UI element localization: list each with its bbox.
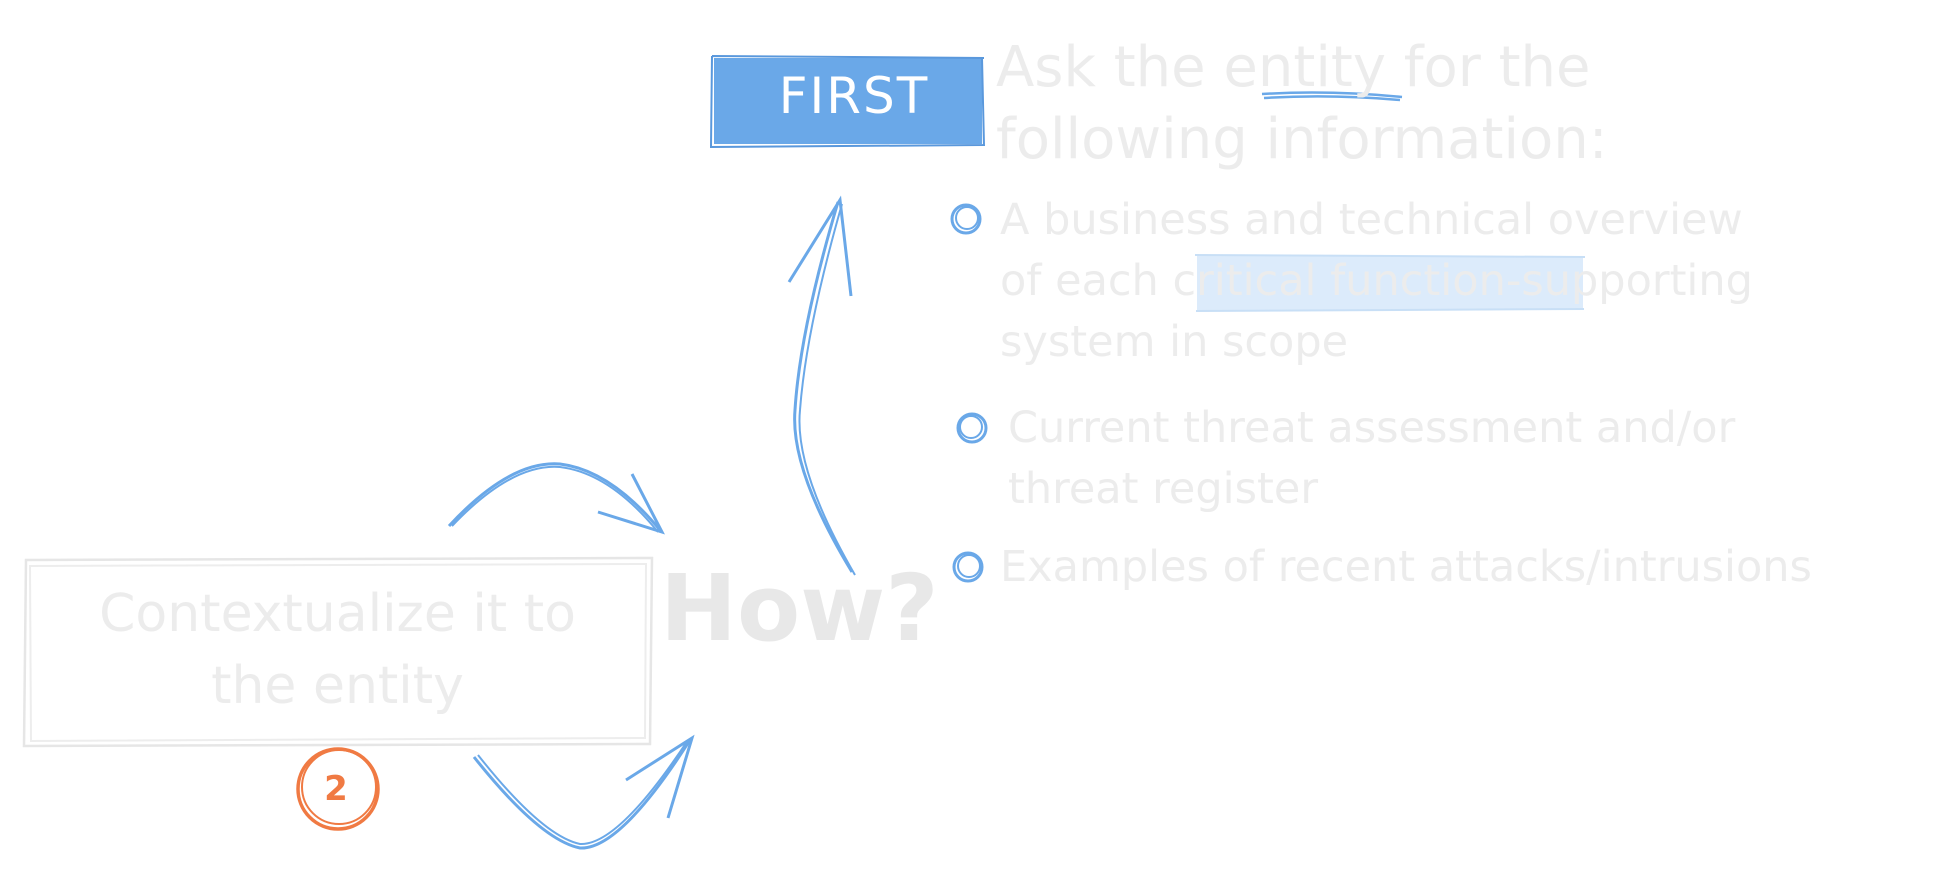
first-label: FIRST	[778, 67, 930, 125]
bullet-circle-icon	[956, 412, 988, 444]
context-line-2: the entity	[211, 656, 464, 716]
bullet-2-line-1: Current threat assessment and/or	[1008, 403, 1736, 453]
bullet-3-line-1: Examples of recent attacks/intrusions	[1000, 542, 1812, 592]
context-box: Contextualize it to the entity	[30, 565, 645, 735]
first-box	[714, 58, 982, 144]
bullet-1-line-3: system in scope	[1000, 317, 1349, 367]
context-line-1: Contextualize it to	[99, 584, 576, 644]
heading-line-1: Ask the entity for the	[996, 35, 1591, 100]
bullet-1-line-2: of each critical function-supporting	[1000, 256, 1753, 306]
first-box-outline	[709, 55, 985, 148]
critical-function-highlight	[1197, 256, 1583, 310]
curved-arrow-icon	[447, 462, 665, 535]
bullet-2-line-2: threat register	[1008, 464, 1319, 514]
heading-line-2: following information:	[996, 107, 1608, 172]
highlight-outline	[1194, 254, 1586, 312]
up-arrow-icon	[787, 195, 856, 576]
step-badge-circle	[296, 747, 380, 831]
bullet-circle-icon	[952, 551, 984, 583]
bullet-circle-icon	[950, 203, 982, 235]
bullet-1-line-1: A business and technical overview	[1000, 195, 1743, 245]
step-badge-number: 2	[324, 769, 348, 809]
context-box-outline	[22, 556, 654, 748]
curved-arrow-icon	[472, 734, 695, 850]
entity-underline	[1261, 91, 1403, 102]
how-label: How?	[660, 555, 939, 662]
